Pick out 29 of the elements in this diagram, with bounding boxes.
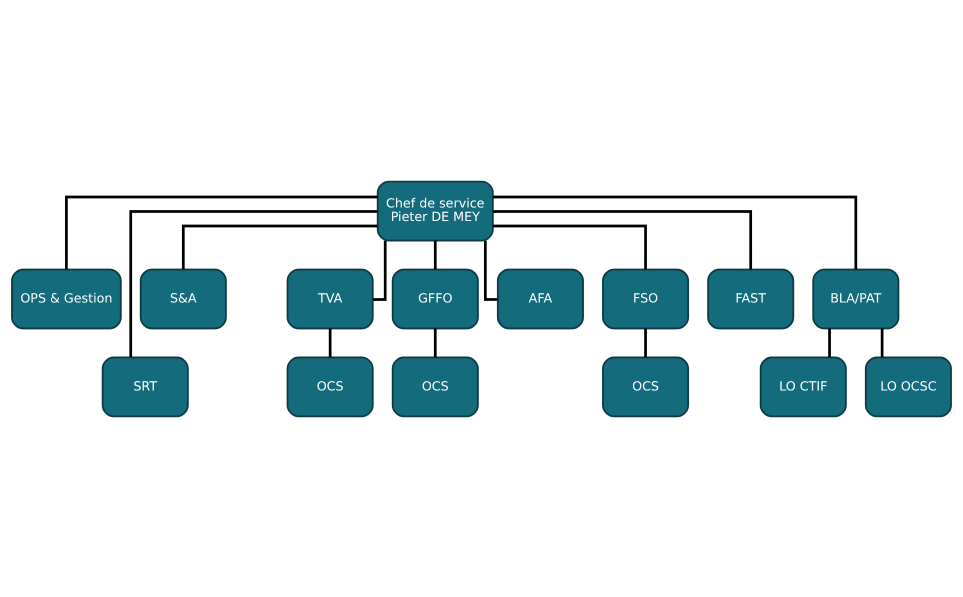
node-box: LO OCSC bbox=[864, 356, 952, 417]
node-box: OPS & Gestion bbox=[11, 268, 122, 329]
connector bbox=[328, 328, 332, 357]
node-box: GFFO bbox=[392, 268, 479, 329]
connector bbox=[65, 195, 378, 269]
connector bbox=[129, 210, 378, 357]
node-box: AFA bbox=[496, 268, 584, 329]
connector bbox=[434, 328, 437, 357]
node-box: BLA/PAT bbox=[812, 268, 900, 329]
connector bbox=[493, 210, 752, 269]
connector bbox=[880, 328, 884, 357]
node-box: S&A bbox=[140, 268, 227, 329]
connector bbox=[493, 224, 647, 269]
node-box: Chef de service Pieter DE MEY bbox=[376, 180, 494, 241]
connector bbox=[484, 240, 498, 300]
node-box: OCS bbox=[286, 356, 374, 417]
connector bbox=[434, 240, 437, 269]
node-box: OCS bbox=[392, 356, 479, 417]
connector bbox=[182, 224, 378, 269]
node-box: SRT bbox=[102, 356, 189, 417]
connector bbox=[644, 328, 647, 357]
connector bbox=[372, 240, 387, 300]
node-box: OCS bbox=[602, 356, 690, 417]
node-box: FSO bbox=[602, 268, 690, 329]
connector bbox=[492, 195, 858, 269]
connector bbox=[828, 328, 831, 357]
node-box: LO CTIF bbox=[760, 356, 847, 417]
node-box: TVA bbox=[286, 268, 374, 329]
node-box: FAST bbox=[707, 268, 794, 329]
